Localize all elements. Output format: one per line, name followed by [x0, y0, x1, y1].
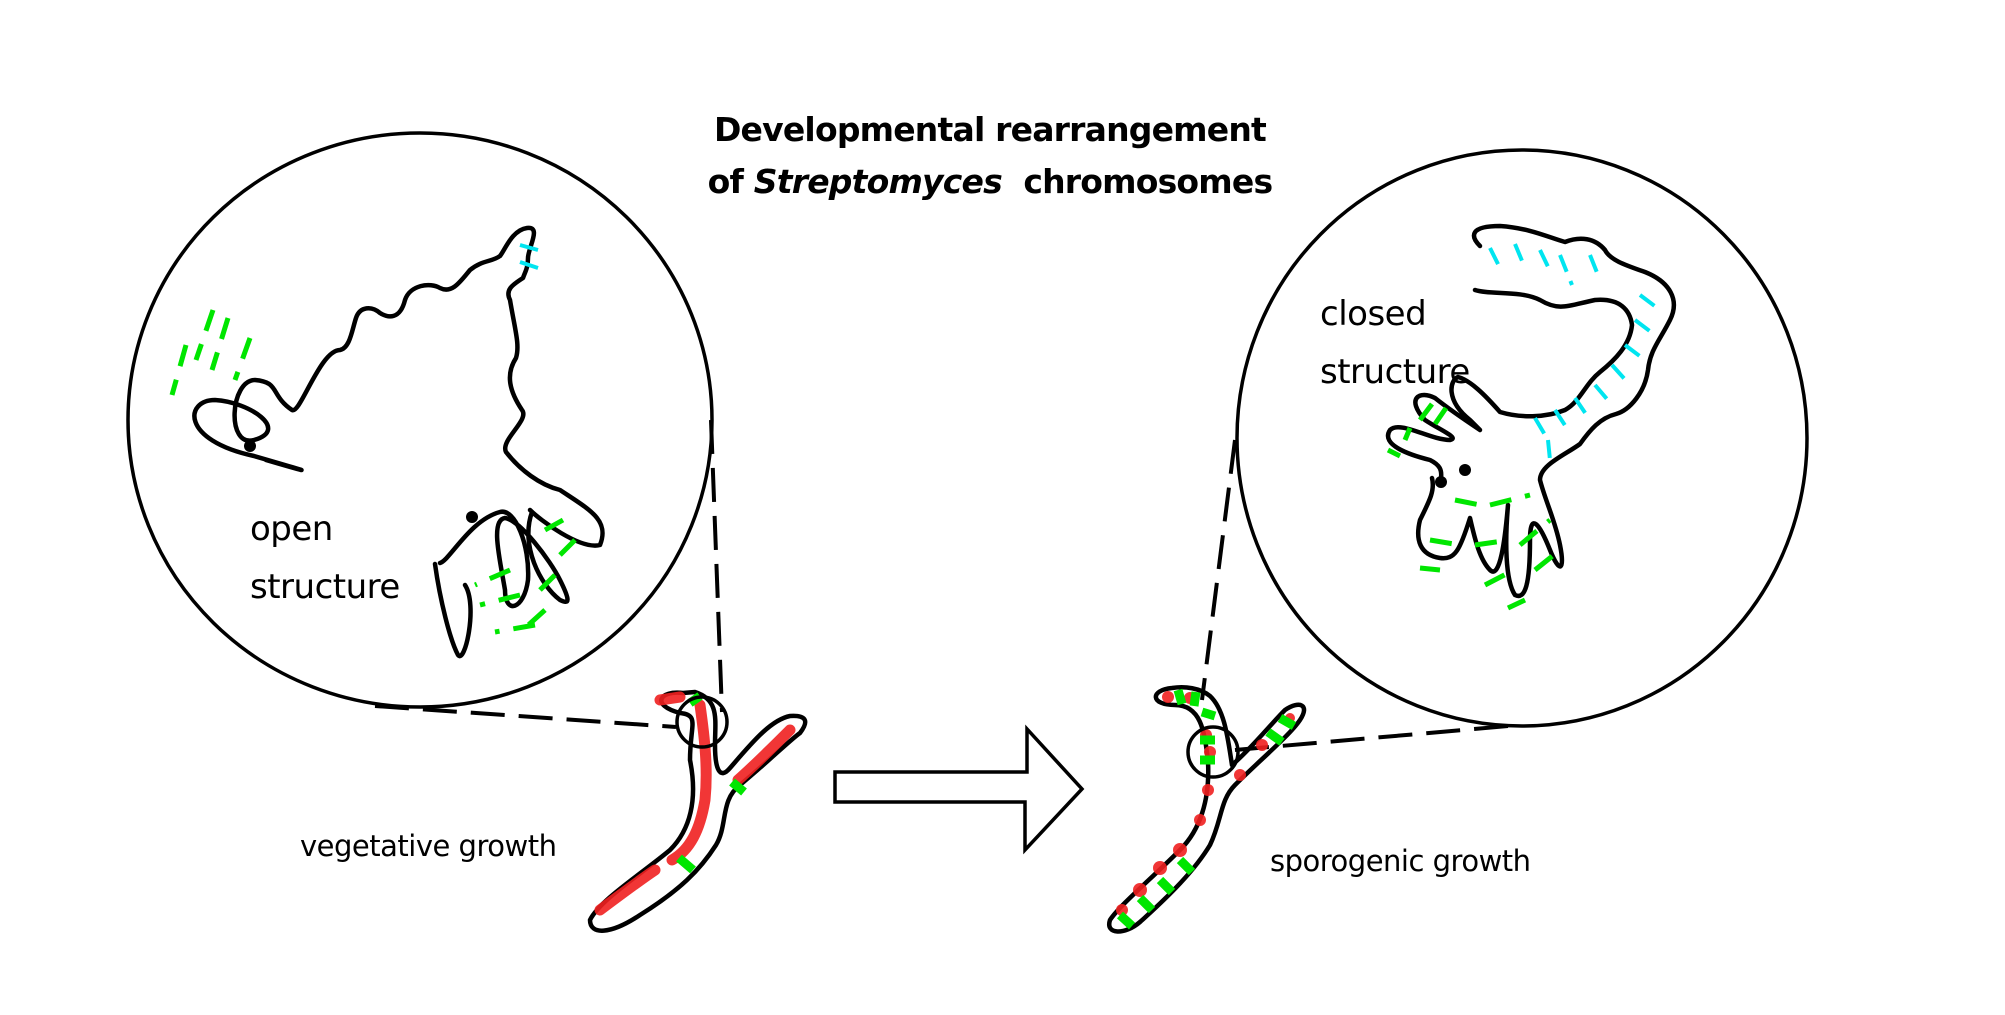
species-name: Streptomyces — [753, 162, 1003, 201]
closed-chromosome-inner — [1385, 287, 1635, 481]
open-structure-zoom — [126, 131, 714, 709]
zoom-circle-right — [1235, 148, 1809, 728]
closed-structure-label: closed structure — [1320, 285, 1470, 401]
vegetative-growth-label: vegetative growth — [300, 829, 557, 863]
title-line-2: of Streptomyces chromosomes — [700, 156, 1280, 208]
open-chromosome-loops — [432, 509, 570, 659]
hypha-outline — [587, 689, 808, 933]
closed-structure-zoom — [1235, 148, 1809, 728]
zoom-connector-left-side — [709, 419, 724, 713]
diagram-title: Developmental rearrangement of Streptomy… — [700, 104, 1280, 208]
title-line-1: Developmental rearrangement — [713, 110, 1267, 149]
closed-chromosome-outline — [1415, 223, 1677, 599]
green-marks — [1386, 402, 1562, 611]
cyan-marks — [1488, 243, 1662, 461]
title-prefix: of — [707, 162, 754, 201]
open-label-line-2: structure — [250, 567, 400, 607]
chromosome-end-dot — [1435, 476, 1447, 488]
chromosome-end-dot — [1459, 464, 1471, 476]
cyan-marks — [519, 243, 539, 270]
closed-label-line-1: closed — [1320, 294, 1427, 334]
zoom-target-circle — [1186, 725, 1240, 779]
green-marks — [169, 309, 577, 635]
chromosome-end-dot — [466, 511, 478, 523]
chromosome-end-dot — [244, 440, 256, 452]
closed-label-line-2: structure — [1320, 352, 1470, 392]
sporogenic-hypha — [1107, 685, 1307, 934]
septum-markers — [1116, 688, 1297, 930]
open-label-line-1: open — [250, 509, 333, 549]
zoom-connector-right-side — [1200, 439, 1237, 701]
right-arrow-icon — [833, 724, 1085, 855]
nucleoid-segments — [1116, 691, 1295, 916]
zoom-circle-left — [126, 131, 714, 709]
sporogenic-growth-label: sporogenic growth — [1270, 844, 1531, 878]
title-suffix: chromosomes — [1001, 162, 1273, 201]
open-structure-label: open structure — [250, 500, 400, 616]
zoom-target-circle — [675, 695, 729, 749]
zoom-connector-left-bottom — [374, 704, 677, 729]
open-chromosome-strand — [192, 225, 605, 548]
vegetative-hypha — [587, 689, 808, 933]
nucleoid — [594, 691, 796, 916]
